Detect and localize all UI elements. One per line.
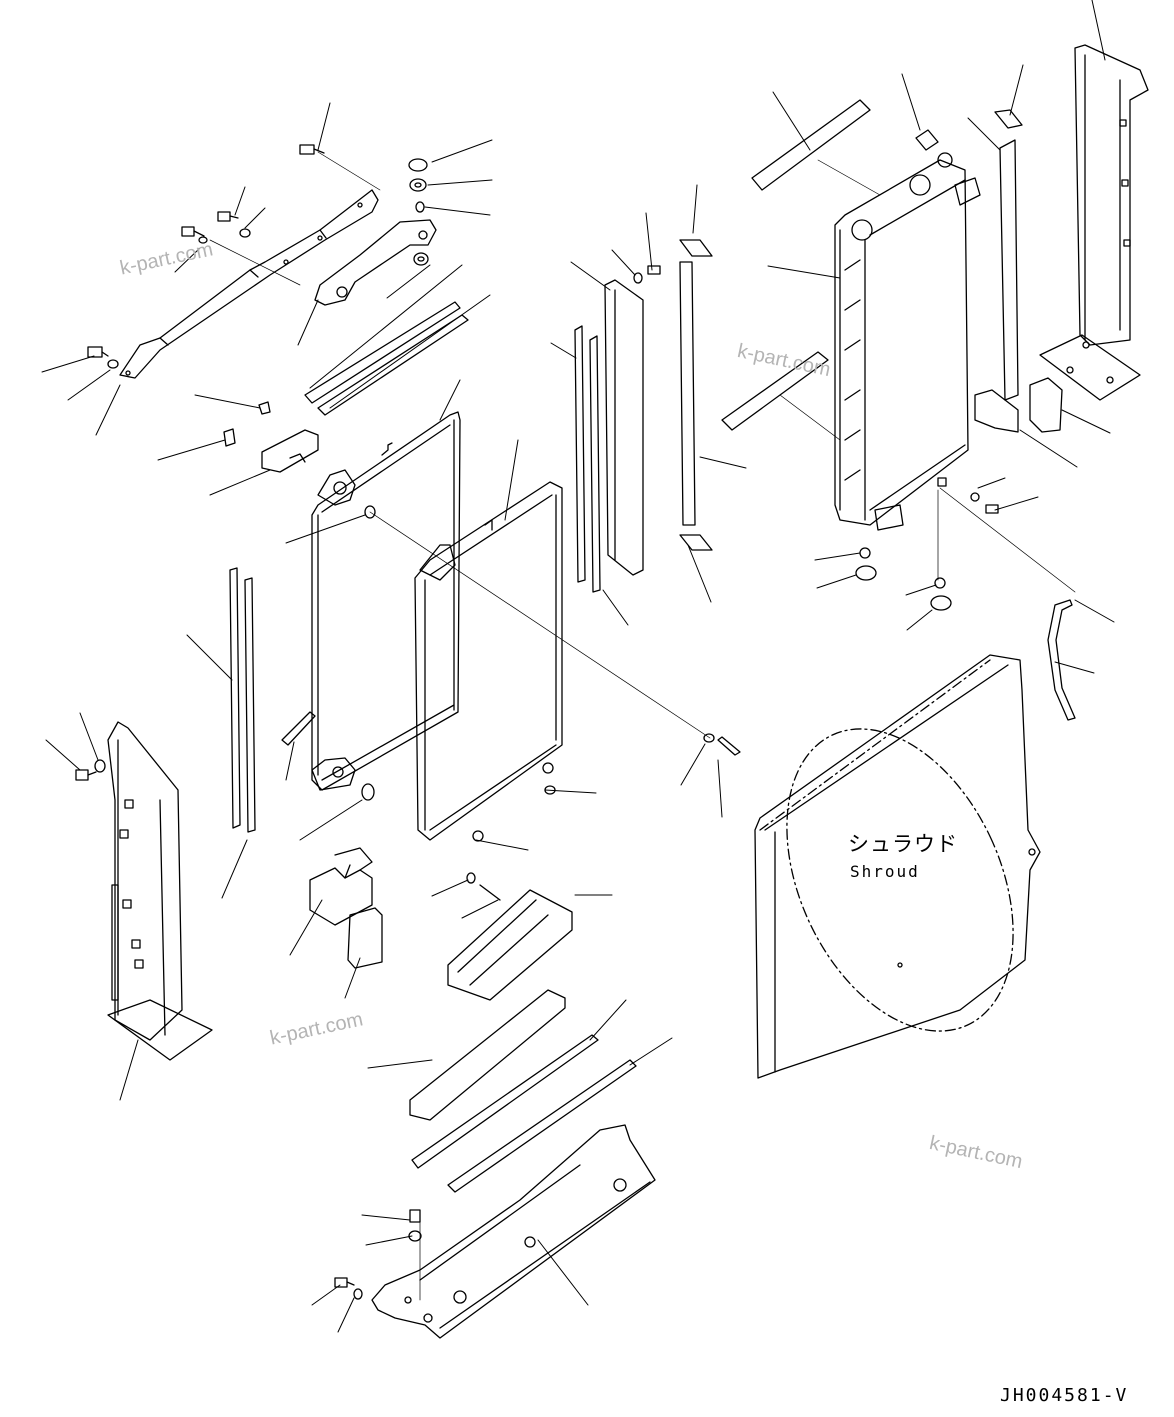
upper-left-plate [314, 219, 437, 306]
small-clips [223, 401, 319, 473]
leader-lines [41, 0, 1115, 1333]
lower-seal-strips [409, 989, 637, 1193]
shroud [754, 654, 1041, 1079]
lower-bracket [334, 1124, 656, 1339]
drain-hose [1047, 599, 1076, 721]
aftercooler-core [414, 481, 563, 842]
center-vertical-strips [574, 239, 713, 593]
upper-left-bracket [119, 189, 379, 379]
bolt-group-top-left [87, 144, 429, 369]
radiator-core [834, 129, 999, 611]
drawing-code: JH004581-V [1000, 1385, 1129, 1406]
radiator-seal-strips [721, 99, 1063, 433]
right-support-column [1039, 44, 1149, 401]
left-support-column [75, 721, 213, 1061]
oil-cooler-core [311, 411, 461, 791]
shroud-label-japanese: シュラウド [848, 832, 958, 856]
rubber-mount-set [309, 783, 501, 969]
bottom-seal-box [447, 889, 573, 1001]
center-bolt [703, 733, 741, 756]
assembly-lines [209, 151, 1076, 1301]
shroud-label-english: Shroud [850, 862, 920, 881]
vertical-seal-strips-left [229, 567, 316, 833]
seal-strips-upper [304, 301, 469, 416]
